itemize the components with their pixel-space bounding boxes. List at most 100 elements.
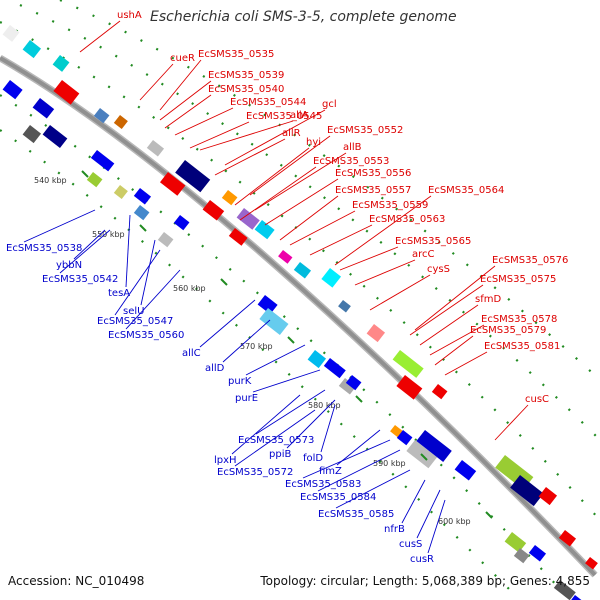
- reverse-gene-label: purE: [235, 393, 258, 404]
- forward-gene-label: EcSMS35_0564: [428, 185, 504, 196]
- reverse-gene-label: allC: [182, 348, 201, 359]
- reverse-gene-leader: [234, 409, 316, 467]
- reverse-gene-block-1: [32, 98, 55, 119]
- reverse-gene-block-15: [338, 378, 357, 395]
- reverse-gene-leader: [140, 239, 156, 306]
- forward-gene-leader: [354, 259, 416, 286]
- forward-gene-leader: [164, 94, 212, 129]
- forward-gene-label: cusC: [525, 394, 549, 405]
- forward-gene-label: EcSMS35_0581: [484, 341, 560, 352]
- reverse-gene-label: fimZ: [319, 466, 342, 477]
- forward-gene-leader: [309, 224, 373, 256]
- forward-gene-label: EcSMS35_0563: [369, 214, 445, 225]
- reverse-gene-leader: [286, 399, 336, 449]
- tick-mark: [485, 511, 493, 519]
- forward-gene-leader: [189, 121, 250, 149]
- forward-gene-label: ushA: [117, 10, 142, 21]
- reverse-gene-label: EcSMS35_0584: [300, 492, 376, 503]
- reverse-gene-leader: [23, 209, 96, 243]
- reverse-gene-label: purK: [228, 376, 252, 387]
- forward-gene-block-20: [510, 475, 544, 507]
- reverse-gene-leader: [427, 499, 446, 554]
- forward-gene-label: EcSMS35_0576: [492, 255, 568, 266]
- forward-gene-label: EcSMS35_0544: [230, 97, 306, 108]
- tick-label: 580 kbp: [308, 401, 341, 410]
- reverse-gene-block-18: [396, 430, 413, 446]
- forward-gene-leader: [409, 284, 484, 336]
- forward-gene-leader: [494, 404, 529, 441]
- forward-gene-block-13: [321, 268, 342, 288]
- forward-gene-label: EcSMS35_0575: [480, 274, 556, 285]
- tick-label: 600 kbp: [438, 517, 471, 526]
- forward-gene-block-8: [228, 228, 248, 246]
- forward-gene-leader: [159, 59, 202, 111]
- reverse-gene-block-20: [416, 430, 452, 462]
- reverse-gene-label: folD: [303, 453, 323, 464]
- reverse-gene-label: EcSMS35_0542: [42, 274, 118, 285]
- forward-gene-block-25: [22, 40, 42, 59]
- forward-gene-leader: [199, 120, 294, 151]
- forward-gene-label: sfmD: [475, 294, 501, 305]
- forward-gene-leader: [419, 304, 479, 346]
- forward-gene-label: EcSMS35_0540: [208, 84, 284, 95]
- forward-gene-label: EcSMS35_0545: [246, 111, 322, 122]
- forward-gene-block-22: [558, 530, 577, 547]
- reverse-gene-block-9: [157, 232, 174, 248]
- forward-gene-label: allR: [282, 128, 301, 139]
- forward-gene-block-24: [2, 25, 20, 42]
- reverse-gene-leader: [199, 299, 256, 348]
- tick-mark: [355, 395, 363, 403]
- reverse-gene-leader: [125, 269, 181, 330]
- tick-mark: [81, 170, 89, 178]
- reverse-gene-leader: [114, 249, 161, 316]
- reverse-gene-leader: [222, 319, 271, 363]
- reverse-gene-block-3: [22, 125, 42, 144]
- reverse-gene-block-12: [259, 307, 289, 336]
- reverse-gene-leader: [336, 429, 381, 466]
- reverse-gene-leader: [317, 449, 401, 492]
- reverse-gene-label: selU: [123, 306, 144, 317]
- reverse-gene-label: tesA: [108, 288, 130, 299]
- forward-gene-label: EcSMS35_0552: [327, 125, 403, 136]
- forward-gene-leader: [264, 178, 339, 226]
- reverse-gene-label: EcSMS35_0547: [97, 316, 173, 327]
- reverse-gene-block-25: [553, 580, 576, 600]
- reverse-gene-label: cusS: [399, 539, 422, 550]
- forward-gene-label: cueR: [170, 53, 195, 64]
- forward-gene-leader: [239, 166, 317, 221]
- accession-text: Accession: NC_010498: [8, 574, 145, 588]
- forward-gene-leader: [159, 80, 212, 121]
- forward-gene-label: EcSMS35_0565: [395, 236, 471, 247]
- reverse-gene-label: allD: [205, 363, 225, 374]
- forward-gene-leader: [289, 210, 356, 246]
- forward-gene-label: EcSMS35_0579: [470, 325, 546, 336]
- forward-gene-block-16: [392, 349, 424, 378]
- reverse-gene-leader: [335, 469, 411, 509]
- forward-gene-block-9: [236, 208, 260, 230]
- forward-gene-block-6: [202, 200, 225, 221]
- forward-gene-leader: [174, 107, 234, 136]
- reverse-gene-block-8: [133, 205, 150, 221]
- forward-gene-label: arcC: [412, 249, 435, 260]
- forward-gene-label: EcSMS35_0559: [352, 200, 428, 211]
- reverse-gene-block-23: [513, 547, 530, 564]
- forward-gene-leader: [249, 135, 331, 196]
- tick-label: 540 kbp: [34, 176, 67, 185]
- reverse-gene-block-0: [2, 80, 23, 100]
- forward-gene-block-17: [396, 375, 423, 400]
- forward-gene-block-4: [159, 172, 186, 196]
- forward-gene-block-0: [53, 80, 80, 105]
- reverse-gene-leader: [245, 344, 306, 376]
- genome-summary-text: Topology: circular; Length: 5,068,389 bp…: [260, 574, 590, 588]
- forward-gene-block-26: [52, 55, 70, 72]
- forward-gene-leader: [279, 195, 339, 241]
- reverse-gene-leader: [401, 479, 426, 524]
- forward-gene-leader: [429, 324, 485, 356]
- forward-gene-label: EcSMS35_0553: [313, 156, 389, 167]
- forward-gene-block-3: [146, 139, 165, 157]
- reverse-gene-leader: [125, 214, 131, 288]
- reverse-gene-label: nfrB: [384, 524, 405, 535]
- tick-label: 560 kbp: [173, 284, 206, 293]
- forward-gene-leader: [414, 265, 496, 331]
